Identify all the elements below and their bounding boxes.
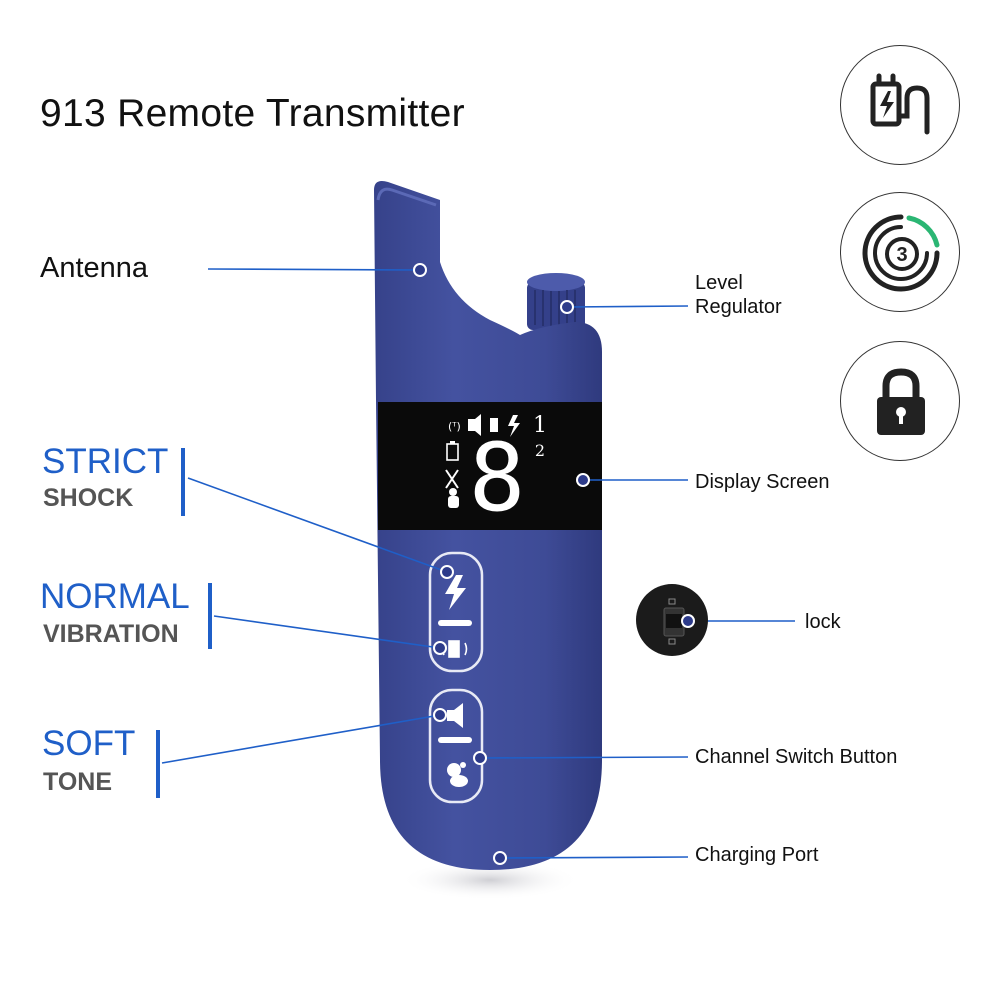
level-regulator-label-line1: Level bbox=[695, 272, 743, 294]
mode-strict-label: STRICT bbox=[42, 442, 169, 481]
mode-normal-label: NORMAL bbox=[40, 577, 190, 616]
charging-port-label: Charging Port bbox=[695, 844, 819, 866]
device-shadow bbox=[400, 860, 580, 900]
level-ring-icon: 3 bbox=[862, 214, 940, 292]
charging-cable-icon bbox=[870, 73, 930, 135]
page-title: 913 Remote Transmitter bbox=[40, 92, 465, 135]
padlock-icon bbox=[877, 368, 925, 435]
lock-feature-circle bbox=[840, 341, 960, 461]
charging-feature-circle bbox=[840, 45, 960, 165]
svg-text:(ᵀ): (ᵀ) bbox=[448, 420, 461, 433]
mode-vibration-label: VIBRATION bbox=[43, 620, 179, 648]
level-feature-circle: 3 bbox=[840, 192, 960, 312]
display-channel-2: 2 bbox=[535, 441, 545, 460]
button-divider bbox=[438, 737, 472, 743]
display-channel-1: 1 bbox=[533, 413, 547, 438]
display-digit: 8 bbox=[469, 424, 526, 533]
button-divider bbox=[438, 620, 472, 626]
speaker-icon bbox=[447, 703, 463, 728]
shock-vibration-button-group bbox=[428, 551, 484, 673]
lock-switch bbox=[636, 584, 708, 656]
channel-switch-label: Channel Switch Button bbox=[695, 746, 898, 768]
level-regulator-label-line2: Regulator bbox=[695, 296, 782, 318]
callout-dots bbox=[413, 263, 590, 865]
dog-icon bbox=[447, 762, 468, 787]
lock-label: lock bbox=[805, 611, 841, 633]
mode-tone-label: TONE bbox=[43, 768, 112, 796]
tone-channel-button-group bbox=[428, 688, 484, 804]
mode-strict-bar bbox=[181, 448, 185, 516]
callout-lines bbox=[161, 268, 795, 859]
level-badge-text: 3 bbox=[896, 244, 907, 266]
level-regulator-knob bbox=[527, 273, 585, 330]
display-screen-label: Display Screen bbox=[695, 471, 830, 493]
mode-shock-label: SHOCK bbox=[43, 484, 134, 512]
lightning-icon bbox=[445, 575, 466, 610]
display-content: (ᵀ) bbox=[445, 414, 520, 508]
mode-soft-bar bbox=[156, 730, 160, 798]
antenna-label: Antenna bbox=[40, 252, 149, 284]
mode-soft-label: SOFT bbox=[42, 724, 136, 763]
mode-normal-bar bbox=[208, 583, 212, 649]
lock-switch-icon bbox=[663, 598, 695, 645]
